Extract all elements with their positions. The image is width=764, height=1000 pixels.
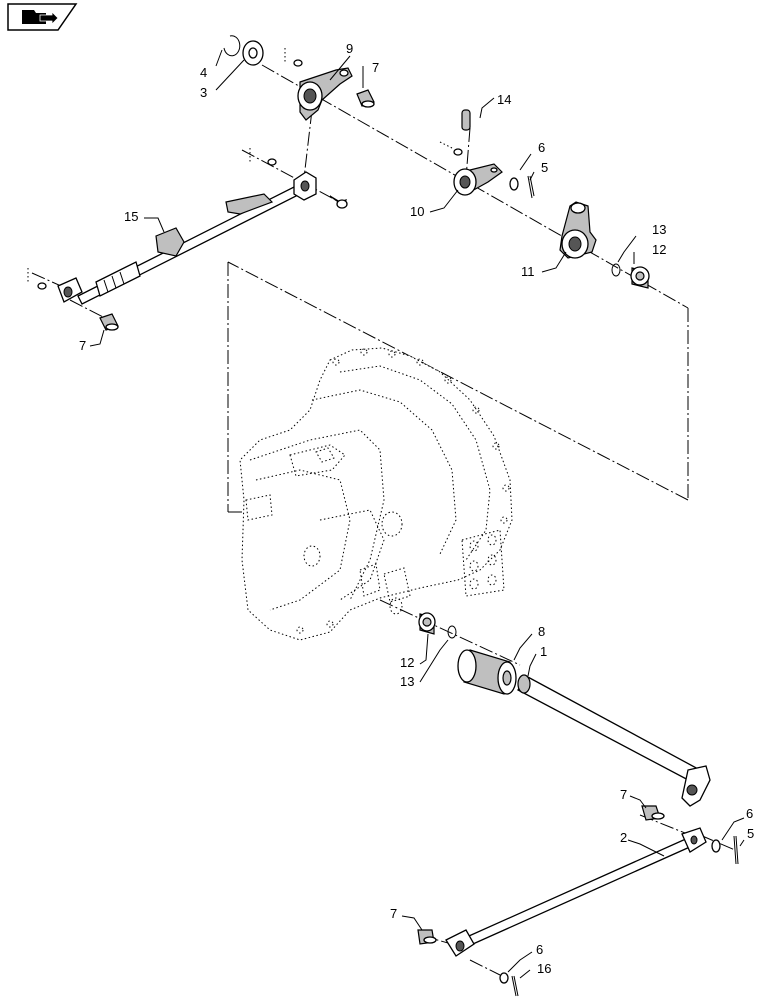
snap-ring-13-lower (447, 625, 457, 639)
pin-7-top (356, 89, 375, 108)
callout-7: 7 (372, 60, 379, 75)
callout-9: 9 (346, 41, 353, 56)
bolt-15-end (329, 195, 348, 209)
transmission-housing-phantom (239, 347, 513, 641)
callout-14: 14 (497, 92, 511, 107)
washer-6-bottom (499, 972, 509, 984)
washer-6-lower-right (711, 839, 721, 853)
callout-10: 10 (410, 204, 424, 219)
snap-ring-4 (223, 35, 241, 57)
callout-12: 12 (652, 242, 666, 257)
callout-5: 5 (747, 826, 754, 841)
folder-arrow-icon[interactable] (7, 3, 78, 31)
pin-7-bottom (417, 929, 437, 945)
small-screw-9a (284, 48, 303, 67)
linkage-rod-15 (57, 171, 317, 305)
callout-1: 1 (540, 644, 547, 659)
small-screw-10a (439, 141, 463, 156)
cotter-pin-5-upper (527, 175, 535, 199)
washer-6-upper (509, 177, 519, 191)
callout-leaders (89, 49, 745, 979)
callout-labels: 4 3 9 7 14 6 5 15 10 13 12 11 7 8 1 12 1… (79, 41, 754, 976)
sleeve-8 (457, 649, 517, 695)
pin-7-left (99, 313, 119, 331)
callout-13: 13 (400, 674, 414, 689)
callout-4: 4 (200, 65, 207, 80)
callout-6: 6 (746, 806, 753, 821)
callout-13: 13 (652, 222, 666, 237)
callout-5: 5 (541, 160, 548, 175)
washer-3 (242, 40, 264, 66)
callout-6: 6 (538, 140, 545, 155)
cotter-pin-5-lower (733, 835, 739, 865)
callout-7: 7 (79, 338, 86, 353)
cross-shaft-1 (517, 674, 711, 807)
lever-arm-9 (297, 67, 353, 121)
bushing-12-lower (418, 612, 436, 635)
callout-15: 15 (124, 209, 138, 224)
clip-16 (511, 975, 519, 997)
small-screw-15a (249, 148, 277, 166)
pin-7-mid (641, 805, 665, 821)
lever-arm-10 (453, 163, 503, 196)
callout-8: 8 (538, 624, 545, 639)
lever-arm-11 (559, 201, 597, 259)
callout-12: 12 (400, 655, 414, 670)
bushing-12-upper (630, 266, 650, 289)
callout-3: 3 (200, 85, 207, 100)
callout-7: 7 (390, 906, 397, 921)
callout-11: 11 (521, 264, 535, 279)
callout-6: 6 (536, 942, 543, 957)
callout-16: 16 (537, 961, 551, 976)
callout-2: 2 (620, 830, 627, 845)
callout-7: 7 (620, 787, 627, 802)
pin-14 (461, 109, 471, 131)
small-screw-15b (27, 268, 47, 290)
rod-2 (445, 827, 707, 957)
snap-ring-13-upper (611, 263, 621, 277)
